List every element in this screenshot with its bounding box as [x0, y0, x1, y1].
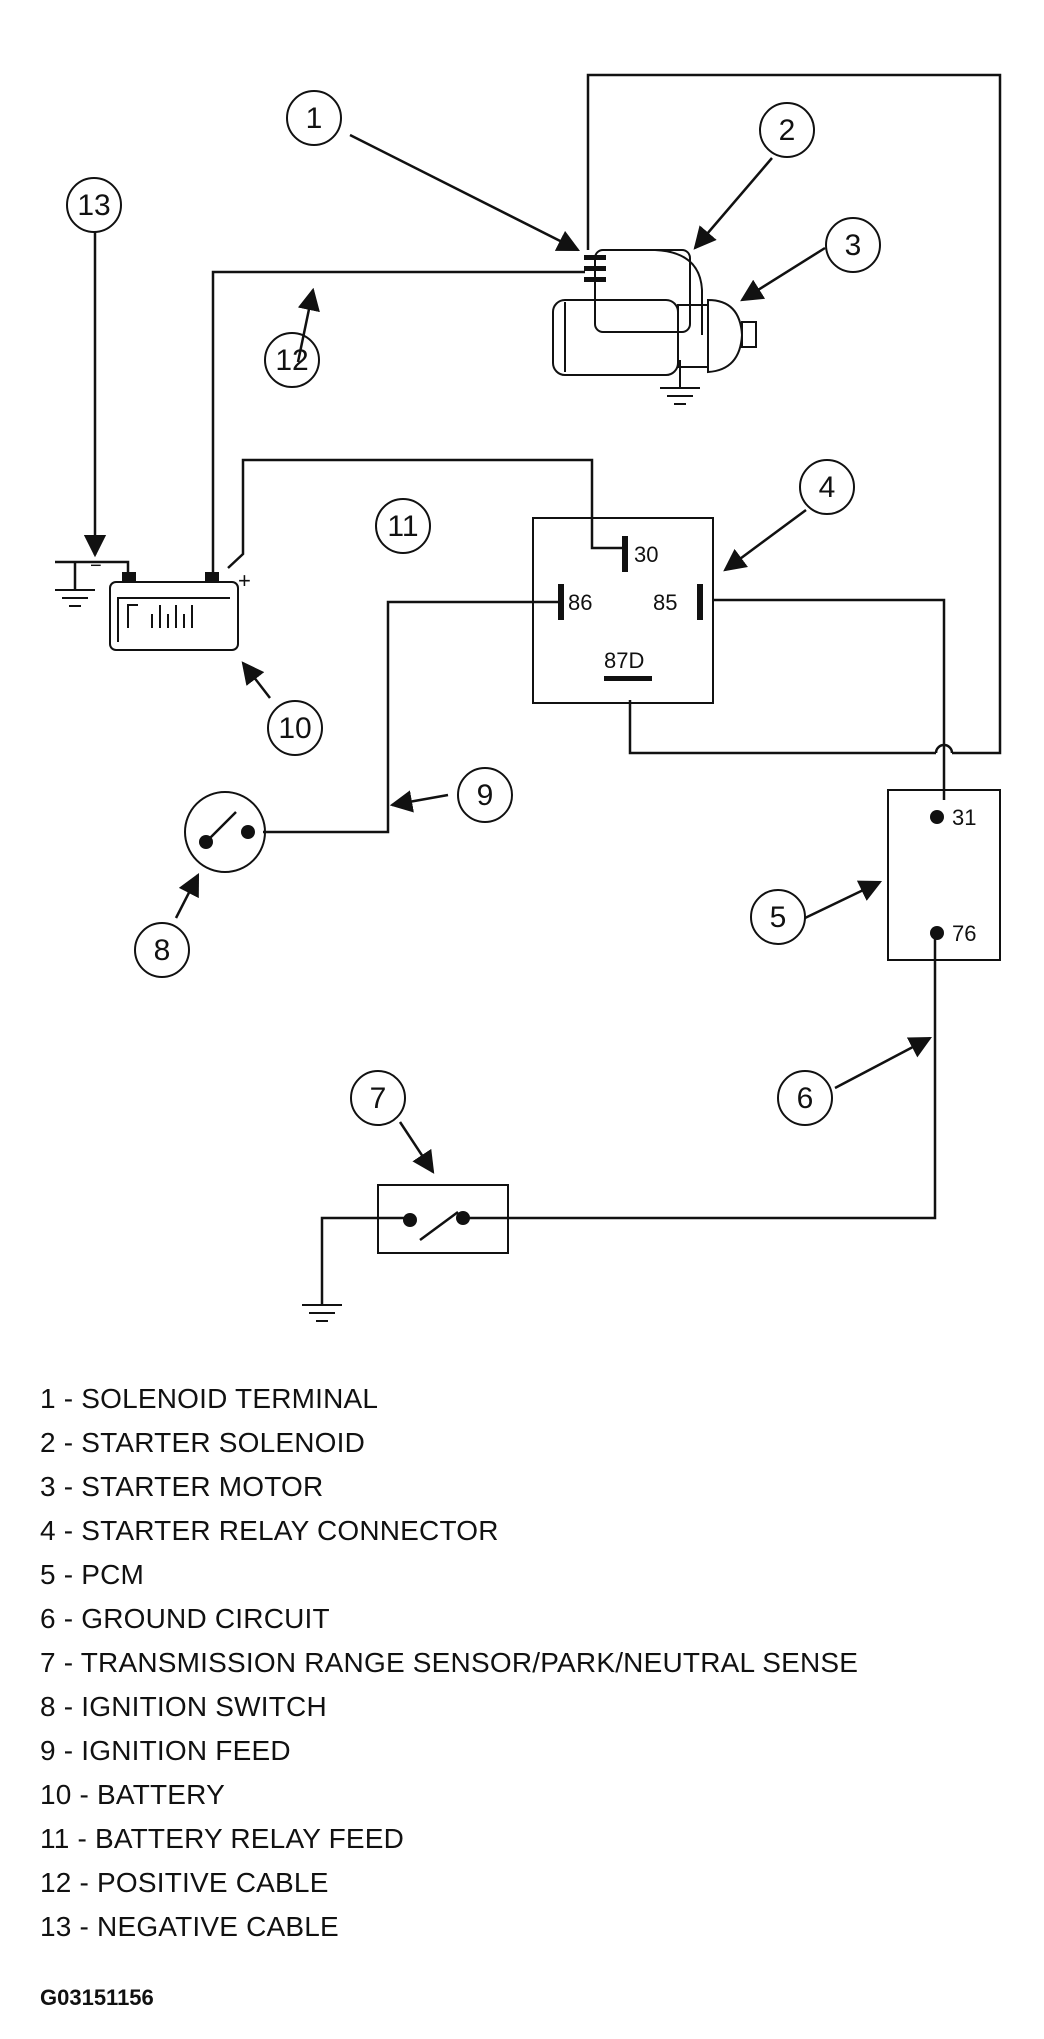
pcm-31-wire [713, 598, 954, 800]
pcm-pin-76 [930, 926, 944, 940]
callout-9: 9 [457, 767, 513, 823]
callout-1: 1 [286, 90, 342, 146]
svg-text:12: 12 [275, 344, 308, 377]
pin-label-31: 31 [952, 805, 976, 830]
starter-circuit-diagram: + − 30 86 85 87D 31 76 [55, 73, 1002, 1322]
solenoid-terminal [584, 255, 606, 260]
svg-text:8: 8 [154, 934, 171, 967]
battery-negative-sign: − [90, 555, 102, 577]
battery: + − [90, 555, 251, 651]
pin-label-30: 30 [634, 542, 658, 567]
legend-item: 2 - STARTER SOLENOID [40, 1427, 366, 1458]
legend-item: 7 - TRANSMISSION RANGE SENSOR/PARK/NEUTR… [40, 1647, 859, 1678]
legend-item: 12 - POSITIVE CABLE [40, 1867, 329, 1898]
svg-text:5: 5 [770, 901, 787, 934]
wiring [55, 73, 1002, 1305]
legend-item: 6 - GROUND CIRCUIT [40, 1603, 330, 1634]
legend-item: 13 - NEGATIVE CABLE [40, 1911, 339, 1942]
callout-arrows [83, 133, 932, 1174]
relay-pin-87d [604, 676, 652, 681]
relay-pin-85 [697, 584, 703, 620]
starter-solenoid [594, 249, 691, 333]
legend-item: 9 - IGNITION FEED [40, 1735, 291, 1766]
pin-label-85: 85 [653, 590, 677, 615]
callout-2: 2 [759, 102, 815, 158]
svg-text:1: 1 [306, 102, 323, 135]
svg-text:11: 11 [387, 510, 418, 543]
callout-11: 11 [375, 498, 431, 554]
pin-label-76: 76 [952, 921, 976, 946]
svg-text:2: 2 [779, 114, 796, 147]
legend-item: 4 - STARTER RELAY CONNECTOR [40, 1515, 499, 1546]
starter-motor [552, 299, 679, 376]
callout-markers: 1 2 3 4 5 6 7 8 [66, 90, 881, 1126]
ground-symbol [55, 589, 95, 607]
legend-item: 10 - BATTERY [40, 1779, 225, 1810]
pcm: 31 76 [887, 789, 1001, 961]
ignition-switch [184, 791, 266, 873]
callout-10: 10 [267, 700, 323, 756]
callout-3: 3 [825, 217, 881, 273]
legend-item: 3 - STARTER MOTOR [40, 1471, 324, 1502]
svg-text:13: 13 [77, 189, 110, 222]
pin-label-86: 86 [568, 590, 592, 615]
callout-8: 8 [134, 922, 190, 978]
starter-motor-assembly [552, 249, 757, 376]
callout-7: 7 [350, 1070, 406, 1126]
callout-4: 4 [799, 459, 855, 515]
transmission-range-sensor [377, 1184, 509, 1254]
positive-cable [211, 270, 585, 575]
legend-item: 5 - PCM [40, 1559, 145, 1590]
svg-text:7: 7 [370, 1082, 387, 1115]
pin-label-87d: 87D [604, 648, 644, 673]
pcm-box [887, 789, 1001, 961]
svg-text:9: 9 [477, 779, 494, 812]
svg-text:10: 10 [278, 712, 311, 745]
relay-pin-30 [622, 536, 628, 572]
svg-text:4: 4 [819, 471, 836, 504]
callout-12: 12 [264, 332, 320, 388]
battery-positive-sign: + [238, 568, 251, 593]
relay-box [532, 517, 714, 704]
trs-ground-wire [320, 1216, 410, 1305]
battery-relay-feed [227, 458, 622, 569]
ground-symbol [660, 360, 700, 405]
legend-item: 8 - IGNITION SWITCH [40, 1691, 327, 1722]
figure-id: G03151156 [40, 1985, 154, 2010]
solenoid-feed-wire [586, 73, 1002, 755]
relay-87d-wire [628, 700, 936, 755]
relay-pin-86 [558, 584, 564, 620]
legend-item: 1 - SOLENOID TERMINAL [40, 1383, 379, 1414]
svg-text:3: 3 [845, 229, 862, 262]
callout-6: 6 [777, 1070, 833, 1126]
ground-symbol [302, 1304, 342, 1322]
callout-13: 13 [66, 177, 122, 233]
starter-relay-connector: 30 86 85 87D [532, 517, 714, 704]
svg-text:6: 6 [797, 1082, 814, 1115]
ignition-feed [263, 600, 558, 834]
legend-item: 11 - BATTERY RELAY FEED [40, 1823, 405, 1854]
callout-5: 5 [750, 889, 806, 945]
ground-circuit-wire [465, 932, 937, 1220]
pcm-pin-31 [930, 810, 944, 824]
